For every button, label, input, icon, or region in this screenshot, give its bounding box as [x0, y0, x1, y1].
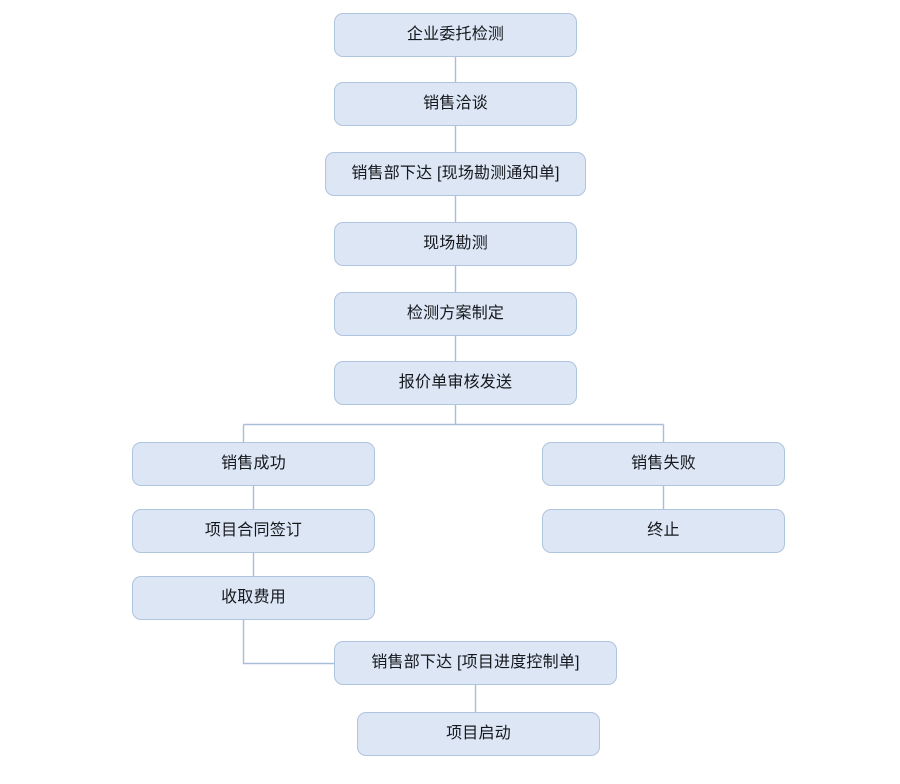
node-sales-failure[interactable]: 销售失败 — [542, 442, 785, 486]
node-sales-dept-progress-form[interactable]: 销售部下达 [项目进度控制单] — [334, 641, 617, 685]
node-site-survey[interactable]: 现场勘测 — [334, 222, 577, 266]
node-project-contract-signing[interactable]: 项目合同签订 — [132, 509, 375, 553]
node-quotation-review-send[interactable]: 报价单审核发送 — [334, 361, 577, 405]
node-test-plan-formulation[interactable]: 检测方案制定 — [334, 292, 577, 336]
edge-fee-to-progress — [242, 620, 334, 665]
node-entrust-inspection[interactable]: 企业委托检测 — [334, 13, 577, 57]
node-terminate[interactable]: 终止 — [542, 509, 785, 553]
node-sales-success[interactable]: 销售成功 — [132, 442, 375, 486]
node-project-kickoff[interactable]: 项目启动 — [357, 712, 600, 756]
node-sales-negotiation[interactable]: 销售洽谈 — [334, 82, 577, 126]
node-sales-dept-survey-notice[interactable]: 销售部下达 [现场勘测通知单] — [325, 152, 586, 196]
node-collect-fee[interactable]: 收取费用 — [132, 576, 375, 620]
